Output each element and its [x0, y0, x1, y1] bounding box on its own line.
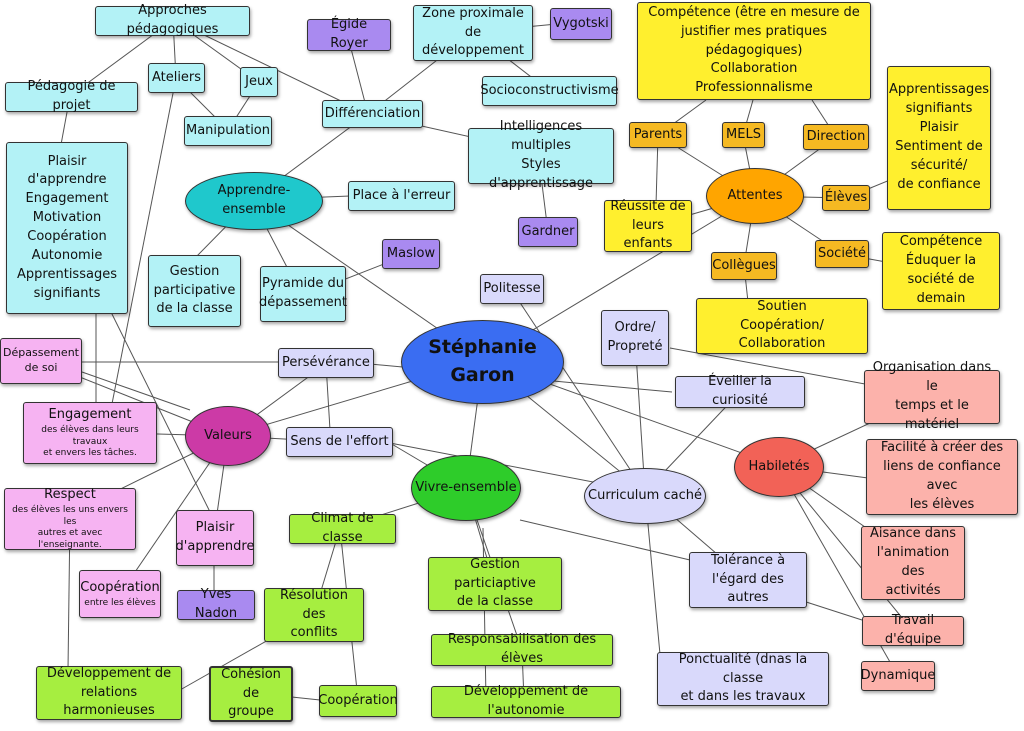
- pedagogie-projet-node[interactable]: Pédagogie de projet: [5, 79, 138, 113]
- vivre-ensemble-hub[interactable]: Vivre-ensemble: [411, 455, 521, 521]
- societe-node[interactable]: Société: [815, 240, 869, 268]
- socioconstructivisme-node[interactable]: Socioconstructivisme: [480, 76, 619, 106]
- ponctualite-node[interactable]: Ponctualité (dnas la classe et dans les …: [657, 652, 829, 706]
- politesse-node[interactable]: Politesse: [480, 274, 544, 304]
- valeurs-hub[interactable]: Valeurs: [185, 406, 271, 466]
- edge: [799, 599, 863, 621]
- autonomie-node[interactable]: Développement de l'autonomie: [431, 684, 621, 718]
- ordre-proprete-node[interactable]: Ordre/ Propreté: [601, 310, 669, 366]
- cooperation-subtitle: entre les élèves: [84, 597, 156, 608]
- mels-node[interactable]: MELS: [722, 122, 765, 148]
- place-erreur-node[interactable]: Place à l'erreur: [348, 181, 455, 211]
- vygotski-node[interactable]: Vygotski: [550, 8, 612, 40]
- plaisir-apprendre-node[interactable]: Plaisir d'apprendre: [176, 510, 254, 566]
- gestion-participative-node[interactable]: Gestion participative de la classe: [148, 255, 241, 327]
- facilite-liens-node[interactable]: Facilité à créer des liens de confiance …: [866, 439, 1018, 515]
- climat-classe-node[interactable]: Climat de classe: [289, 511, 396, 545]
- engagement-subtitle: des élèves dans leurs travaux et envers …: [41, 424, 139, 459]
- engagement-title: Engagement: [48, 407, 132, 423]
- approches-pedagogiques-node[interactable]: Approches pédagogiques: [95, 3, 250, 37]
- parents-node[interactable]: Parents: [629, 122, 687, 148]
- edge: [81, 371, 191, 411]
- habiletes-hub[interactable]: Habiletés: [734, 437, 824, 497]
- edge: [519, 519, 691, 561]
- competence-societe-node[interactable]: Compétence Éduquer la société de demain: [882, 232, 1000, 310]
- tolerance-node[interactable]: Tolérance à l'égard des autres: [689, 552, 807, 608]
- gardner-node[interactable]: Gardner: [518, 217, 578, 247]
- depassement-soi-node[interactable]: Dépassement de soi: [0, 338, 82, 384]
- soutien-cooperation-node[interactable]: Soutien Coopération/ Collaboration: [696, 298, 868, 354]
- apprentissages-signifiants-node[interactable]: Apprentissages signifiants Plaisir Senti…: [887, 66, 991, 210]
- collegues-node[interactable]: Collègues: [711, 252, 777, 280]
- egide-royer-node[interactable]: Égide Royer: [307, 17, 391, 51]
- aisance-animation-node[interactable]: Aisance dans l'animation des activités: [861, 526, 965, 600]
- edge: [482, 527, 487, 701]
- plaisir-engagement-list[interactable]: Plaisir d'apprendre Engagement Motivatio…: [6, 142, 128, 314]
- center-node[interactable]: Stéphanie Garon: [401, 320, 564, 404]
- reussite-enfants-node[interactable]: Réussite de leurs enfants: [604, 199, 692, 252]
- respect-node[interactable]: Respect des élèves les uns envers les au…: [4, 487, 136, 551]
- respect-title: Respect: [44, 487, 96, 503]
- competence-collaboration-node[interactable]: Compétence (être en mesure de justifier …: [637, 2, 871, 100]
- pyramide-depassement-node[interactable]: Pyramide du dépassement: [259, 266, 347, 322]
- manipulation-node[interactable]: Manipulation: [184, 116, 272, 146]
- edge: [510, 288, 646, 493]
- eleves-node[interactable]: Élèves: [822, 185, 870, 211]
- yves-nadon-node[interactable]: Yves Nadon: [177, 587, 255, 621]
- zone-proximale-node[interactable]: Zone proximale de développement: [413, 5, 533, 61]
- direction-node[interactable]: Direction: [803, 124, 869, 150]
- edge: [109, 309, 215, 521]
- perseverance-node[interactable]: Persévérance: [278, 348, 374, 378]
- cohesion-groupe-node[interactable]: Cohésion de groupe: [209, 666, 293, 722]
- travail-equipe-node[interactable]: Travail d'équipe: [862, 613, 964, 647]
- respect-subtitle: des élèves les uns envers les autres et …: [12, 505, 128, 551]
- differenciation-node[interactable]: Différenciation: [322, 100, 423, 128]
- engagement-node[interactable]: Engagement des élèves dans leurs travaux…: [23, 402, 157, 464]
- responsabilisation-node[interactable]: Responsabilisation des élèves: [431, 632, 613, 666]
- cooperation-title: Coopération: [80, 579, 160, 595]
- ateliers-node[interactable]: Ateliers: [148, 63, 205, 93]
- intelligences-multiples-node[interactable]: Intelligences multiples Styles d'apprent…: [468, 119, 614, 191]
- cooperation-eleves-node[interactable]: Coopération entre les élèves: [79, 570, 161, 618]
- resolution-conflits-node[interactable]: Résolution des conflits: [264, 588, 364, 642]
- maslow-node[interactable]: Maslow: [382, 239, 440, 269]
- relations-harmonieuses-node[interactable]: Développement de relations harmonieuses: [36, 666, 182, 720]
- cooperation-vivre-node[interactable]: Coopération: [318, 685, 398, 717]
- dynamique-node[interactable]: Dynamique: [861, 661, 935, 691]
- edge: [109, 77, 177, 415]
- organisation-node[interactable]: Organisation dans le temps et le matérie…: [864, 360, 1000, 432]
- gestion-participative-vivre-node[interactable]: Gestion particiaptive de la classe: [428, 557, 562, 611]
- eveiller-curiosite-node[interactable]: Éveiller la curiosité: [675, 374, 805, 408]
- curriculum-cache-hub[interactable]: Curriculum caché: [584, 468, 706, 524]
- jeux-node[interactable]: Jeux: [240, 67, 278, 97]
- sens-effort-node[interactable]: Sens de l'effort: [286, 427, 393, 457]
- attentes-hub[interactable]: Attentes: [706, 168, 804, 224]
- apprendre-ensemble-hub[interactable]: Apprendre-ensemble: [185, 172, 323, 230]
